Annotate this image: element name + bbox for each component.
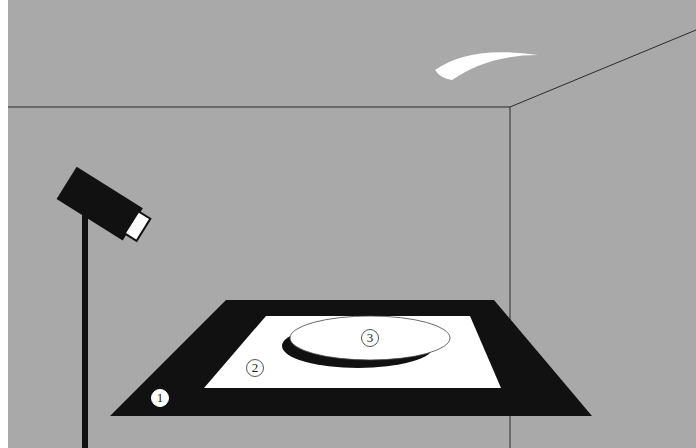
ceiling-corner <box>510 30 696 107</box>
white-projection-area <box>204 316 501 388</box>
callout-number: 1 <box>151 389 169 407</box>
white-ellipse <box>290 316 450 360</box>
projector <box>57 167 153 247</box>
black-floor-area <box>110 300 592 416</box>
callout-number: 3 <box>361 329 379 347</box>
callout-number: 2 <box>246 359 264 377</box>
projector-stand <box>82 205 88 448</box>
room-background <box>8 0 696 448</box>
projector-lens <box>125 211 151 240</box>
ceiling-crescent <box>435 52 538 80</box>
ceiling-edge <box>8 107 510 108</box>
